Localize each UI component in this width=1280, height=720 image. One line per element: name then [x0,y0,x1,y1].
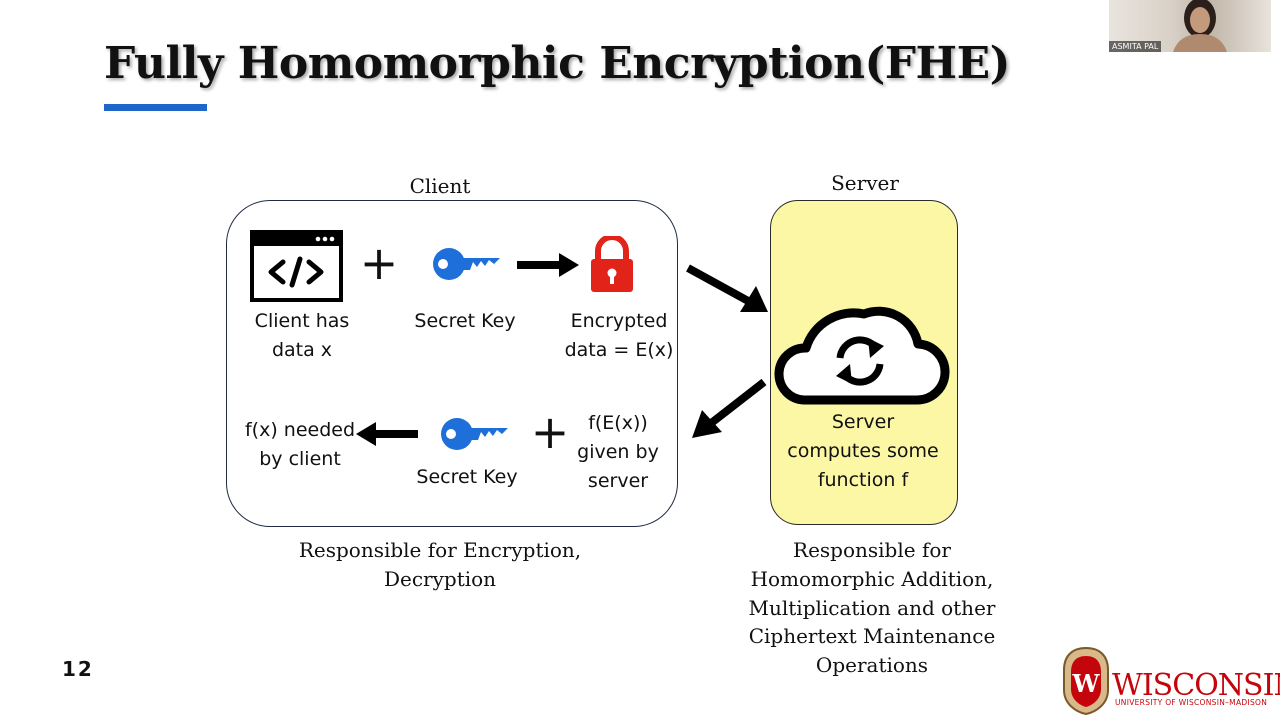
client-data-label-line1: Client has [254,310,350,332]
arrow-icon [686,264,768,312]
server-responsibility-line4: Ciphertext Maintenance [748,624,996,648]
secret-key-label-top: Secret Key [414,310,516,332]
participant-name: ASMITA PAL [1109,41,1162,52]
plus-sign-bottom: + [530,405,570,459]
server-compute-line1: Server [831,411,895,433]
server-label: Server [831,171,899,195]
uw-wordmark: WISCONSIN [1112,668,1280,703]
server-responsibility-line3: Multiplication and other [748,596,996,620]
title-underline [104,104,207,111]
server-result-label-line3: server [587,470,649,492]
key-icon [441,418,508,450]
result-label-line2: by client [259,448,341,470]
client-responsibility-line2: Decryption [383,567,497,591]
server-responsibility-line1: Responsible for [793,538,951,562]
arrow-icon [517,253,579,277]
secret-key-label-bottom: Secret Key [416,466,518,488]
uw-subtitle: UNIVERSITY OF WISCONSIN–MADISON [1115,698,1268,707]
client-label: Client [409,174,471,198]
cloud-sync-icon [774,306,950,405]
person-silhouette-icon [1173,0,1227,52]
server-result-label-line1: f(E(x)) [588,412,648,434]
server-result-label-line2: given by [577,441,659,463]
page-number: 12 [62,657,94,681]
server-responsibility-line5: Operations [815,653,929,677]
arrow-icon [356,422,418,446]
uw-crest-icon: W [1063,646,1109,716]
result-label-line1: f(x) needed [244,419,356,441]
slide-title: Fully Homomorphic Encryption(FHE) [104,38,1010,89]
client-responsibility-line1: Responsible for Encryption, [298,538,582,562]
arrow-icon [692,378,767,438]
server-compute-line3: function f [817,469,909,491]
server-responsibility-line2: Homomorphic Addition, [750,567,994,591]
encrypted-label-line2: data = E(x) [564,339,674,361]
server-compute-line2: computes some [787,440,939,462]
code-window-icon [250,230,343,302]
plus-sign-top: + [359,236,399,290]
client-data-label-line2: data x [271,339,333,361]
key-icon [433,248,500,280]
lock-icon [591,236,633,292]
encrypted-label-line1: Encrypted [570,310,668,332]
crest-letter: W [1072,669,1101,698]
webcam-thumbnail[interactable]: ASMITA PAL [1109,0,1271,52]
